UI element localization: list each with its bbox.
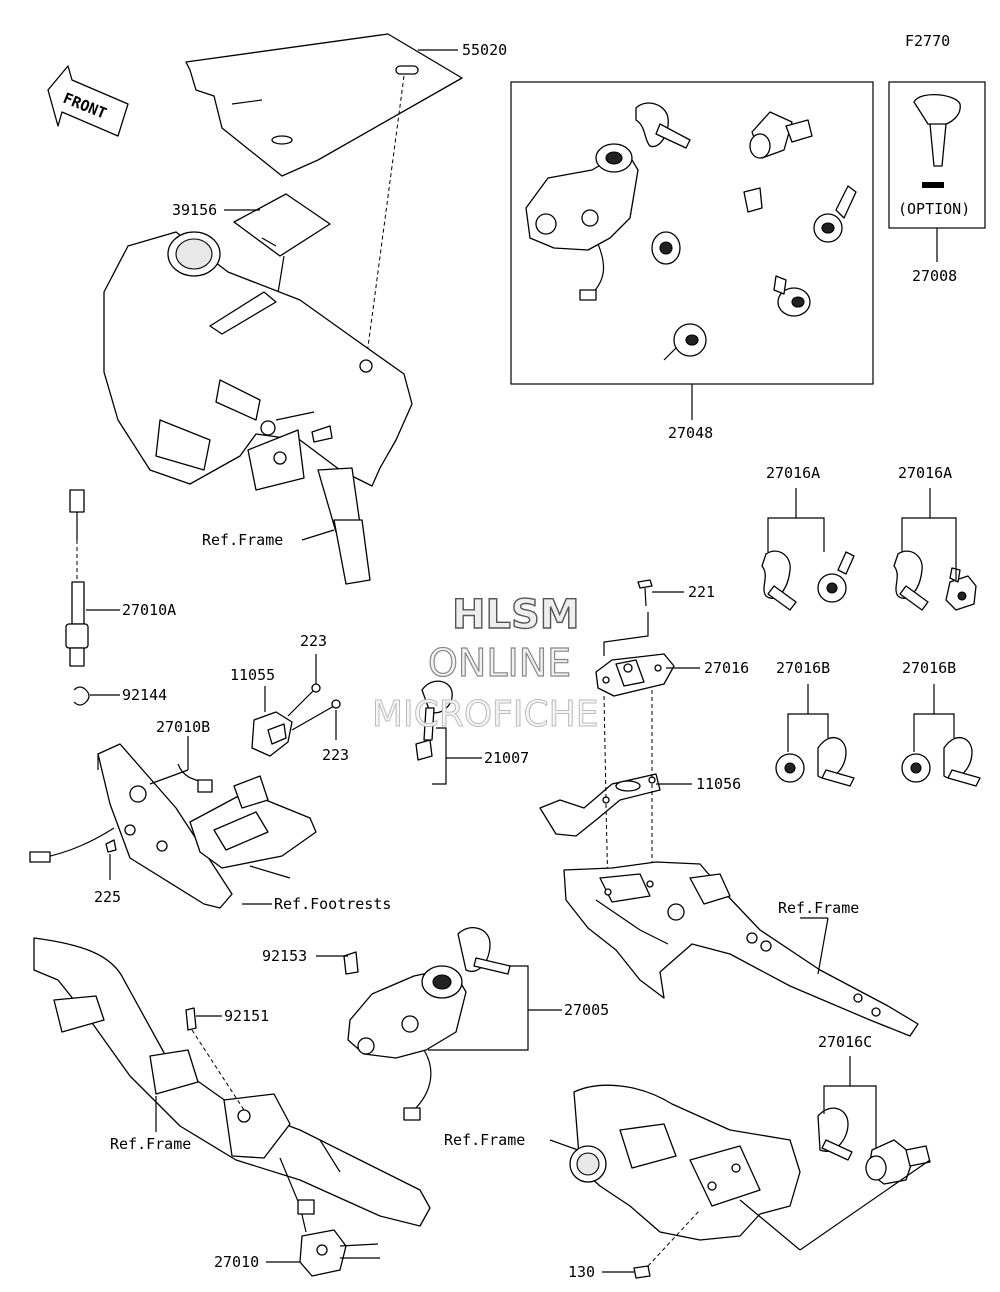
callout-27016A-1: 27016A bbox=[766, 464, 820, 482]
callout-27016B-1: 27016B bbox=[776, 659, 830, 677]
part-11056-bracket bbox=[539, 773, 661, 837]
part-21007-key bbox=[415, 680, 453, 761]
callout-27016: 27016 bbox=[704, 659, 749, 677]
part-27016B-set-1 bbox=[775, 737, 855, 787]
part-27005-ignition-switch bbox=[343, 927, 511, 1121]
part-27010A-switch bbox=[65, 489, 89, 667]
watermark-line-2: ONLINE bbox=[428, 641, 571, 685]
part-27016C-set bbox=[817, 1107, 931, 1185]
part-27016-lock-plate bbox=[595, 653, 675, 697]
ref-frame-4: Ref.Frame bbox=[444, 1131, 525, 1149]
watermark: HLSM ONLINE MICROFICHE bbox=[372, 591, 599, 735]
part-55020-cover-sheet bbox=[185, 33, 463, 177]
part-27016A-set-1 bbox=[761, 550, 855, 611]
figure-code: F2770 bbox=[905, 32, 950, 50]
part-11055-clamp bbox=[251, 683, 341, 757]
callout-27010: 27010 bbox=[214, 1253, 259, 1271]
callout-39156: 39156 bbox=[172, 201, 217, 219]
frame-right-illustration bbox=[563, 861, 919, 1037]
callout-27048: 27048 bbox=[668, 424, 713, 442]
callout-223-b: 223 bbox=[322, 746, 349, 764]
callout-11055: 11055 bbox=[230, 666, 275, 684]
ref-frame-3: Ref.Frame bbox=[110, 1135, 191, 1153]
part-39156-pad bbox=[233, 193, 331, 257]
callout-27005: 27005 bbox=[564, 1001, 609, 1019]
part-92144-spring bbox=[73, 686, 90, 706]
part-27016A-set-2 bbox=[893, 550, 977, 611]
callout-55020: 55020 bbox=[462, 41, 507, 59]
callout-92153: 92153 bbox=[262, 947, 307, 965]
callout-27016B-2: 27016B bbox=[902, 659, 956, 677]
watermark-line-3: MICROFICHE bbox=[372, 694, 598, 735]
callout-21007: 21007 bbox=[484, 749, 529, 767]
part-27008-blank-key bbox=[913, 94, 961, 188]
callout-27008: 27008 bbox=[912, 267, 957, 285]
callout-92144: 92144 bbox=[122, 686, 167, 704]
watermark-line-1: HLSM bbox=[452, 592, 580, 638]
callout-27016A-2: 27016A bbox=[898, 464, 952, 482]
callout-11056: 11056 bbox=[696, 775, 741, 793]
part-27010-switch bbox=[279, 1157, 380, 1277]
part-27048-lock-set bbox=[525, 102, 857, 361]
callout-92151: 92151 bbox=[224, 1007, 269, 1025]
footrest-bracket-illustration bbox=[29, 743, 317, 909]
part-27016B-set-2 bbox=[901, 737, 981, 787]
front-arrow-icon: FRONT bbox=[47, 65, 129, 137]
part-221-screw bbox=[637, 579, 653, 607]
frame-lower-right-illustration bbox=[569, 1084, 801, 1279]
callout-221: 221 bbox=[688, 583, 715, 601]
ref-frame-2: Ref.Frame bbox=[778, 899, 859, 917]
callout-225: 225 bbox=[94, 888, 121, 906]
ref-footrests: Ref.Footrests bbox=[274, 895, 391, 913]
callout-223-a: 223 bbox=[300, 632, 327, 650]
callout-27010B: 27010B bbox=[156, 718, 210, 736]
callout-27010A: 27010A bbox=[122, 601, 176, 619]
option-label: (OPTION) bbox=[898, 200, 970, 218]
callout-27016C: 27016C bbox=[818, 1033, 872, 1051]
frame-upper-illustration bbox=[103, 231, 413, 585]
callout-130: 130 bbox=[568, 1263, 595, 1281]
frame-lower-left-illustration bbox=[33, 937, 431, 1227]
ref-frame-1: Ref.Frame bbox=[202, 531, 283, 549]
